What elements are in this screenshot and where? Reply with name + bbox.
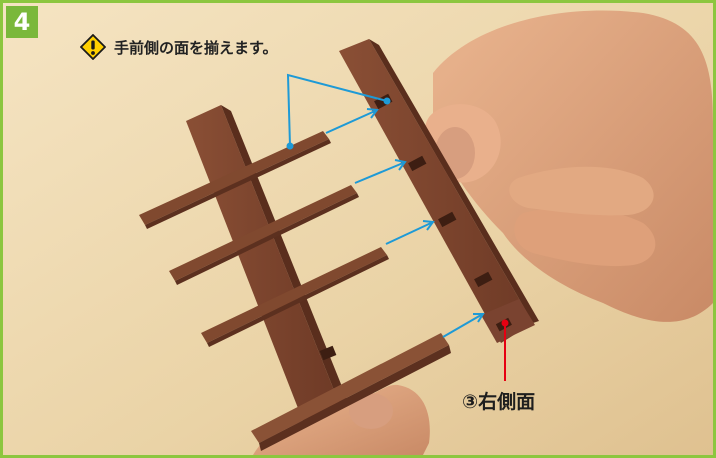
arrow-3 xyxy=(385,222,432,245)
left-hand xyxy=(253,384,430,455)
right-side-panel-part xyxy=(339,39,539,343)
step-number-badge: 4 xyxy=(6,6,38,38)
arrow-1 xyxy=(325,110,376,134)
alignment-arrows xyxy=(286,73,485,338)
caution-note: 手前側の面を揃えます。 xyxy=(80,34,278,60)
part-label-pointer xyxy=(501,319,509,381)
leader-line xyxy=(286,73,388,147)
assembly-photo xyxy=(3,3,713,455)
arrow-2 xyxy=(354,162,404,184)
arrow-4 xyxy=(442,314,482,338)
caution-note-text: 手前側の面を揃えます。 xyxy=(114,38,278,57)
part-label: ③右側面 xyxy=(462,391,536,413)
left-comb-part xyxy=(139,105,451,451)
warning-diamond-icon xyxy=(80,34,106,60)
right-hand xyxy=(424,10,713,322)
